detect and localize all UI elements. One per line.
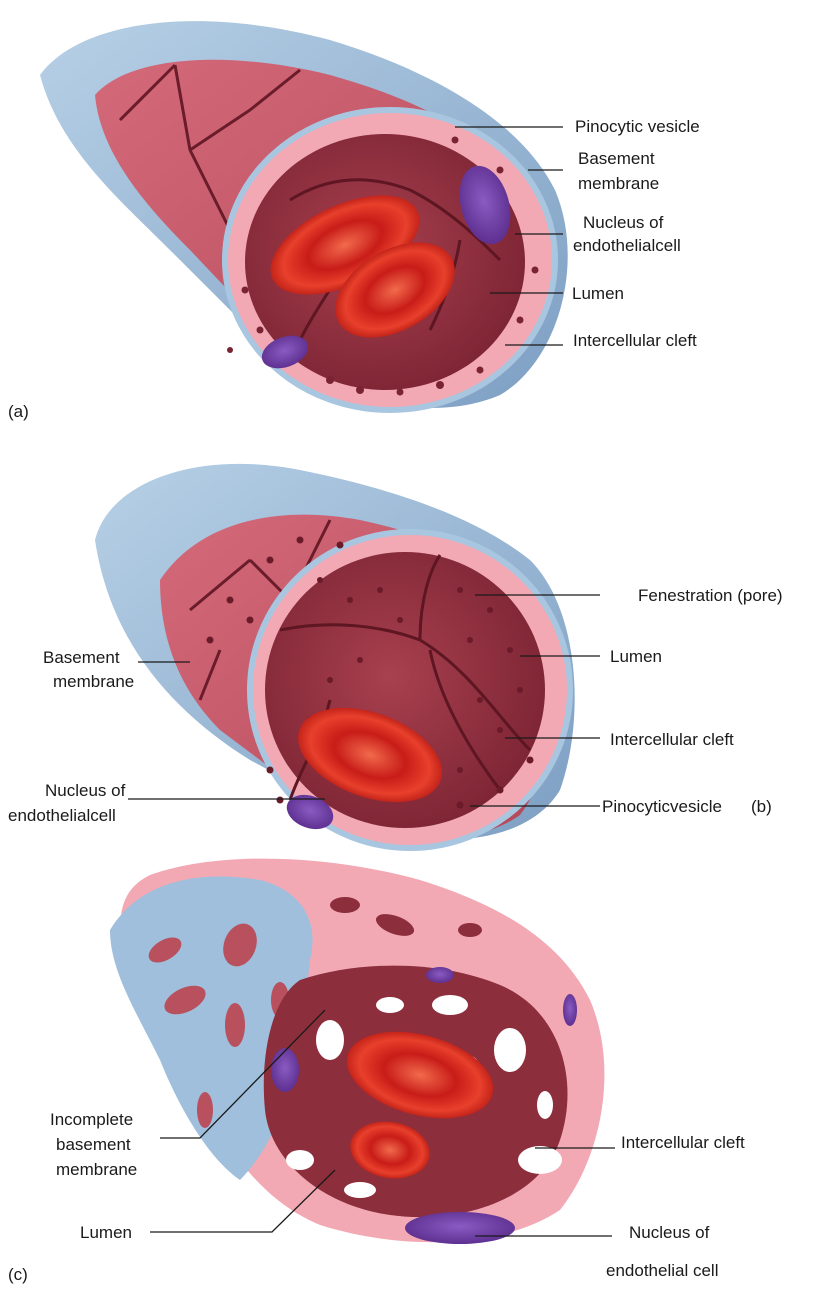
panel-label-a: (a) bbox=[8, 402, 29, 421]
panel-label-b: (b) bbox=[751, 797, 772, 816]
panel-a-vessel-illustration bbox=[40, 21, 568, 410]
label-incomplete-basement-membrane-c-line2: basement bbox=[56, 1135, 131, 1154]
label-lumen-a: Lumen bbox=[572, 284, 624, 303]
label-basement-membrane-a-line1: Basement bbox=[578, 149, 655, 168]
panel-c-vessel-illustration bbox=[110, 859, 604, 1244]
label-basement-membrane-b-line2: membrane bbox=[53, 672, 134, 691]
label-intercellular-cleft-c: Intercellular cleft bbox=[621, 1133, 745, 1152]
label-basement-membrane-a-line2: membrane bbox=[578, 174, 659, 193]
label-incomplete-basement-membrane-c-line1: Incomplete bbox=[50, 1110, 133, 1129]
label-nucleus-a-line1: Nucleus of bbox=[583, 213, 664, 232]
label-basement-membrane-b-line1: Basement bbox=[43, 648, 120, 667]
panel-c-sinusoidal-capillary: Incomplete basement membrane Intercellul… bbox=[8, 859, 745, 1284]
label-nucleus-a-line2: endothelialcell bbox=[573, 236, 681, 255]
label-pinocytic-vesicle-b: Pinocyticvesicle bbox=[602, 797, 722, 816]
panel-b-vessel-illustration bbox=[95, 464, 575, 848]
label-fenestration-b: Fenestration (pore) bbox=[638, 586, 783, 605]
panel-label-c: (c) bbox=[8, 1265, 28, 1284]
panel-a-continuous-capillary: Pinocytic vesicle Basement membrane Nucl… bbox=[8, 21, 700, 421]
label-pinocytic-vesicle-a: Pinocytic vesicle bbox=[575, 117, 700, 136]
label-intercellular-cleft-b: Intercellular cleft bbox=[610, 730, 734, 749]
label-lumen-c: Lumen bbox=[80, 1223, 132, 1242]
label-nucleus-b-line1: Nucleus of bbox=[45, 781, 126, 800]
label-lumen-b: Lumen bbox=[610, 647, 662, 666]
label-nucleus-b-line2: endothelialcell bbox=[8, 806, 116, 825]
label-nucleus-c-line1: Nucleus of bbox=[629, 1223, 710, 1242]
panel-b-fenestrated-capillary: Fenestration (pore) Lumen Basement membr… bbox=[8, 464, 783, 848]
label-nucleus-c-line2: endothelial cell bbox=[606, 1261, 718, 1280]
label-intercellular-cleft-a: Intercellular cleft bbox=[573, 331, 697, 350]
label-incomplete-basement-membrane-c-line3: membrane bbox=[56, 1160, 137, 1179]
